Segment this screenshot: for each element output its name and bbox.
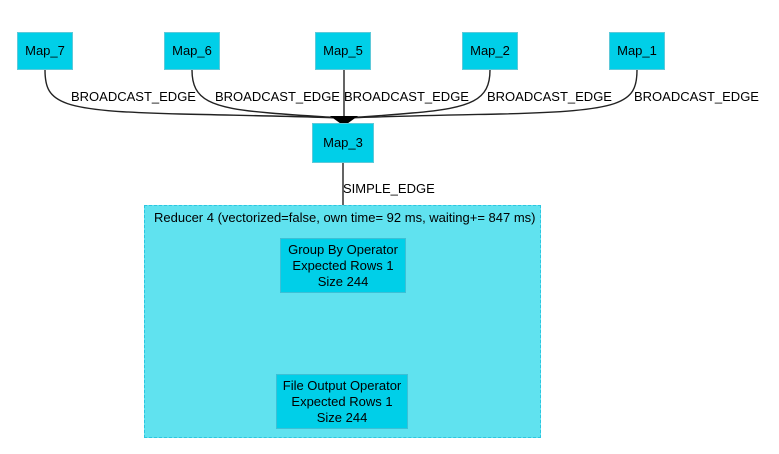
edge-map7-map3[interactable] [44, 69, 341, 119]
node-label: Map_1 [617, 43, 657, 58]
edge-label-broadcast: BROADCAST_EDGE [215, 89, 340, 104]
size: Size 244 [316, 409, 368, 425]
edge-label-broadcast: BROADCAST_EDGE [71, 89, 196, 104]
node-group-by-operator[interactable]: Group By Operator Expected Rows 1 Size 2… [280, 238, 406, 293]
edge-map1-map3[interactable] [347, 69, 638, 119]
node-label: Map_5 [323, 43, 363, 58]
arrowhead-map3 [330, 116, 358, 126]
node-map-3[interactable]: Map_3 [312, 123, 374, 163]
node-map-7[interactable]: Map_7 [17, 32, 73, 70]
node-map-5[interactable]: Map_5 [315, 32, 371, 70]
size: Size 244 [317, 273, 369, 289]
node-label: Map_2 [470, 43, 510, 58]
edge-label-broadcast: BROADCAST_EDGE [634, 89, 759, 104]
node-file-output-operator[interactable]: File Output Operator Expected Rows 1 Siz… [276, 374, 408, 429]
node-map-1[interactable]: Map_1 [609, 32, 665, 70]
edge-label-broadcast: BROADCAST_EDGE [487, 89, 612, 104]
reducer-title: Reducer 4 (vectorized=false, own time= 9… [154, 210, 536, 225]
node-label: Map_7 [25, 43, 65, 58]
edge-label-broadcast: BROADCAST_EDGE [344, 89, 469, 104]
edge-label-simple: SIMPLE_EDGE [343, 181, 435, 196]
expected-rows: Expected Rows 1 [292, 257, 394, 273]
edge-map6-map3[interactable] [191, 69, 342, 119]
node-map-6[interactable]: Map_6 [164, 32, 220, 70]
operator-name: Group By Operator [288, 241, 398, 257]
expected-rows: Expected Rows 1 [291, 393, 393, 409]
node-label: Map_6 [172, 43, 212, 58]
node-label: Map_3 [323, 135, 363, 150]
node-map-2[interactable]: Map_2 [462, 32, 518, 70]
operator-name: File Output Operator [282, 377, 402, 393]
